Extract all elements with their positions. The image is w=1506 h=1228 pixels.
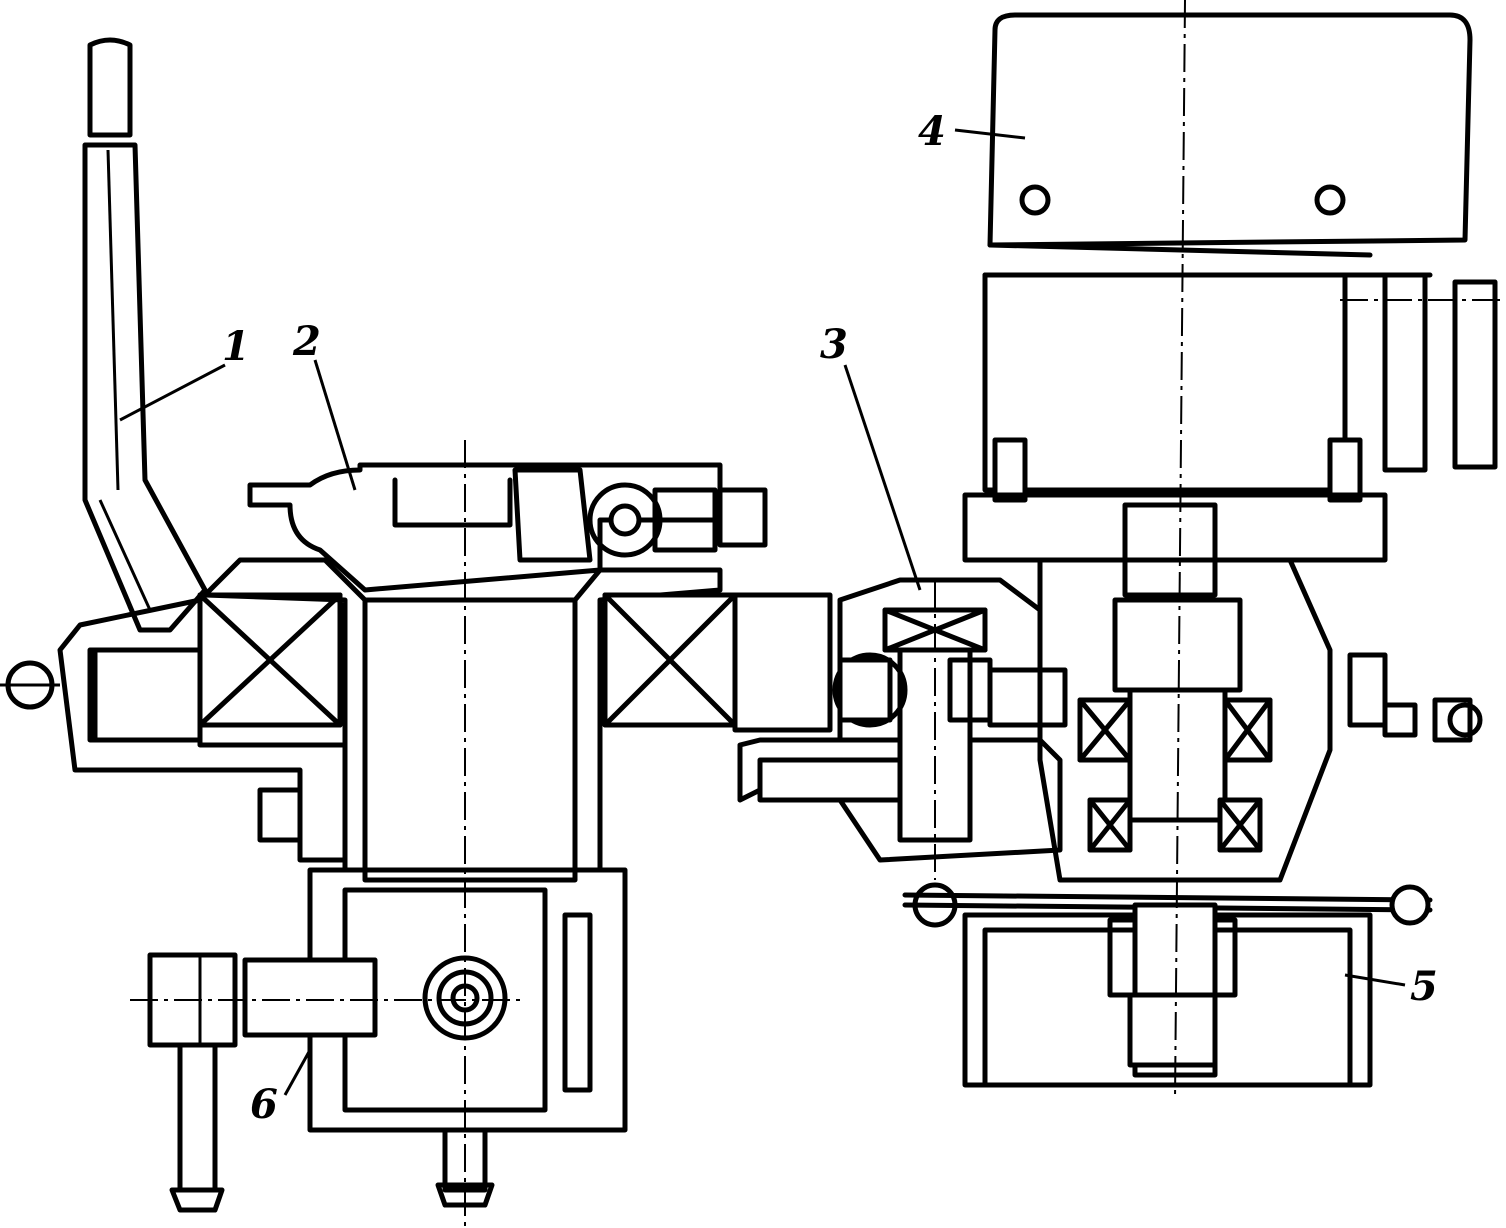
leader-3 — [843, 364, 922, 591]
leader-1 — [119, 363, 226, 422]
leader-5 — [1344, 973, 1406, 987]
callout-2: 2 — [292, 318, 321, 365]
callouts: 1 2 3 4 5 6 — [119, 108, 1438, 1128]
gear-train — [737, 577, 1068, 863]
center-lines — [130, 0, 1506, 1228]
leader-4 — [954, 128, 1026, 140]
leader-2 — [313, 359, 357, 491]
callout-5: 5 — [1410, 963, 1438, 1010]
lever-handle — [82, 37, 208, 633]
callout-4: 4 — [918, 108, 946, 155]
motor-unit — [902, 12, 1498, 1088]
callout-6: 6 — [250, 1081, 278, 1128]
callout-1: 1 — [222, 323, 250, 370]
left-housing — [0, 462, 833, 1213]
leader-6 — [283, 1049, 312, 1096]
callout-3: 3 — [820, 321, 848, 368]
